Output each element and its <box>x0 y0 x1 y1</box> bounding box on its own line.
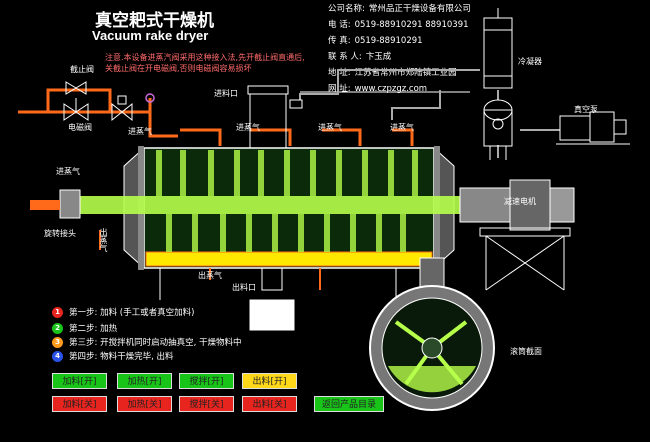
company-name-row: 公司名称:常州品正干燥设备有限公司 <box>328 4 471 14</box>
label-solenoid-valve: 电磁阀 <box>68 123 92 132</box>
label-section-view: 滚筒截面 <box>510 347 542 356</box>
discharge-outlet <box>159 267 397 331</box>
bottom-steam-outlets <box>99 230 321 290</box>
heat-off-button[interactable]: 加热[关] <box>117 396 172 412</box>
step-4-badge: 4 <box>52 351 63 362</box>
stir-on-button[interactable]: 搅拌[开] <box>179 373 234 389</box>
gauge-icon <box>145 93 155 103</box>
feed-hopper <box>247 85 303 148</box>
top-steam-inlets <box>180 128 414 146</box>
company-address-row: 地 址:江苏省常州市郑陆镇工业园 <box>328 68 457 78</box>
label-steam-in-4: 进蒸气 <box>390 123 414 132</box>
page-title: 真空耙式干燥机 <box>95 11 214 31</box>
motor-stand <box>479 227 571 291</box>
feed-off-button[interactable]: 加料[关] <box>52 396 107 412</box>
company-fax-row: 传 真:0519-88910291 <box>328 36 423 46</box>
label-steam-in-2: 进蒸气 <box>236 123 260 132</box>
agitator-shaft <box>30 179 575 231</box>
label-feed-port: 进料口 <box>214 89 238 98</box>
label-steam-in-1: 进蒸气 <box>128 127 152 136</box>
stir-off-button[interactable]: 搅拌[关] <box>179 396 234 412</box>
heat-on-button[interactable]: 加热[开] <box>117 373 172 389</box>
label-vacuum-pump: 真空泵 <box>574 105 598 114</box>
label-stop-valve: 截止阀 <box>70 65 94 74</box>
drum-section <box>369 257 495 411</box>
label-discharge-port: 出料口 <box>232 283 256 292</box>
company-phone-row: 电 话:0519-88910291 88910391 <box>328 20 469 30</box>
condenser-unit <box>483 8 513 160</box>
discharge-off-button[interactable]: 出料[关] <box>242 396 297 412</box>
page-subtitle: Vacuum rake dryer <box>92 28 209 43</box>
step-2-badge: 2 <box>52 323 63 334</box>
back-to-catalog-button[interactable]: 返回产品目录 <box>314 396 384 412</box>
feed-on-button[interactable]: 加料[开] <box>52 373 107 389</box>
warning-note: 注意.本设备进蒸汽阀采用这种接入法,先开截止阀直通后,关截止阀在开电磁阀,否则电… <box>105 53 305 73</box>
vacuum-pump <box>556 111 630 145</box>
label-reducer-motor: 减速电机 <box>504 197 536 206</box>
label-steam-in-left: 进蒸气 <box>56 167 80 176</box>
label-steam-out-bottom: 出蒸气 <box>198 271 222 280</box>
label-rotary-joint: 旋转接头 <box>44 229 76 238</box>
rake-blades <box>156 150 418 252</box>
vacuum-piping <box>299 69 560 158</box>
company-website-row: 网 址:www.czpzgz.com <box>328 84 428 94</box>
discharge-on-button[interactable]: 出料[开] <box>242 373 297 389</box>
label-steam-out-left: 出蒸气 <box>99 228 108 252</box>
company-contact-row: 联 系 人:卞玉成 <box>328 52 392 62</box>
valve-symbols <box>63 81 133 122</box>
label-steam-in-3: 进蒸气 <box>318 123 342 132</box>
label-condenser: 冷凝器 <box>518 57 542 66</box>
step-3-badge: 3 <box>52 337 63 348</box>
step-1-badge: 1 <box>52 307 63 318</box>
